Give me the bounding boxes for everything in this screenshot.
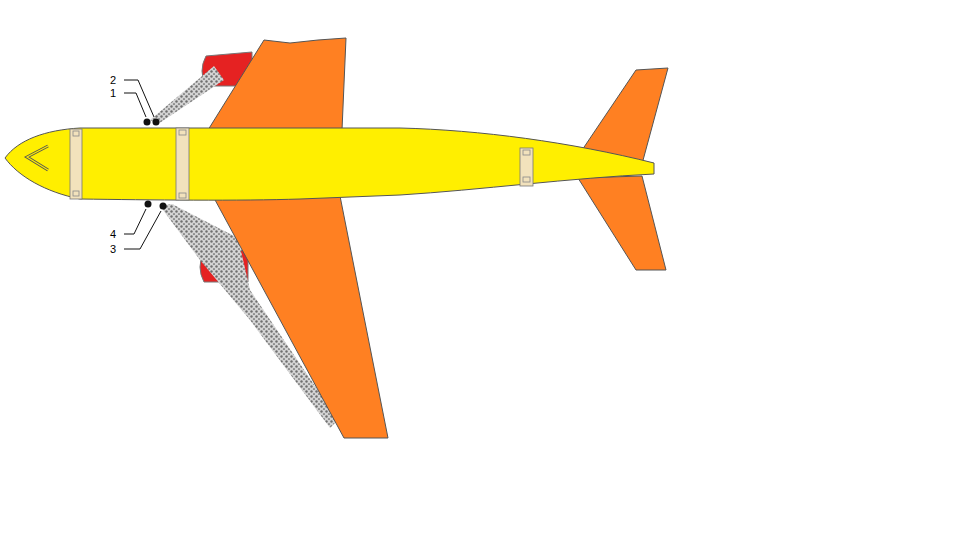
tail-plane [578, 176, 666, 270]
callout-number: 2 [110, 74, 116, 86]
windshield [27, 146, 48, 170]
leader-line [124, 80, 161, 249]
wing [208, 38, 346, 130]
callout-number: 3 [110, 243, 116, 255]
wing [214, 196, 388, 438]
fuselage-band [70, 128, 533, 200]
nozzle-dot [144, 119, 167, 210]
spray-pattern [150, 66, 224, 124]
callout-number: 4 [110, 228, 116, 240]
callout-number: 1 [110, 87, 116, 99]
band-mark [73, 130, 530, 198]
windshield [27, 146, 48, 170]
fuselage [5, 128, 654, 200]
